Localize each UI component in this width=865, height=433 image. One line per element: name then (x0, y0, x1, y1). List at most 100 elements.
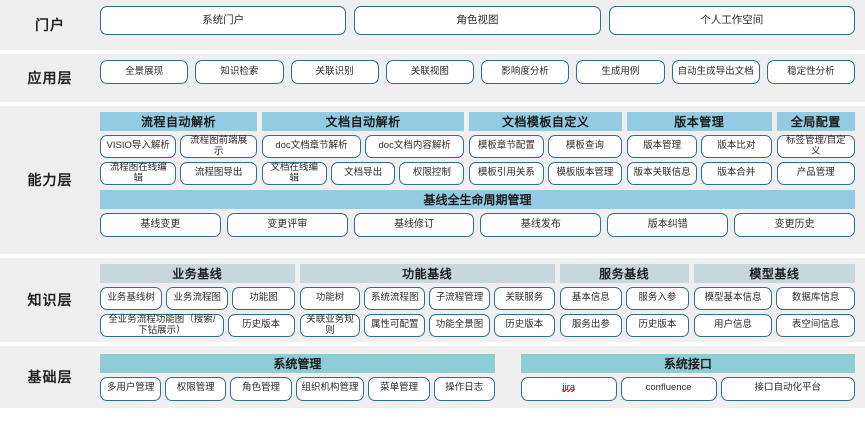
chip-4-1-1[interactable]: 模型基本信息 (693, 287, 773, 310)
group-row: 用户信息表空间信息 (693, 314, 855, 337)
panel-item-1-5[interactable]: 菜单管理 (368, 376, 430, 401)
layer-label-knowledge: 知识层 (27, 292, 73, 308)
chip-2-1-2[interactable]: doc文档内容解析 (365, 135, 465, 158)
chip-2-1-2[interactable]: 系统流程图 (364, 287, 426, 310)
chip-1-1-3[interactable]: 功能图 (232, 287, 295, 310)
group-4: 版本管理版本管理版本比对版本关联信息版本合并 (627, 112, 772, 185)
layer-application: 应用层全景展现知识检索关联识别关联视图影响度分析生成用例自动生成导出文档稳定性分… (0, 54, 865, 102)
chip-3-1-2[interactable]: 服务入参 (626, 287, 689, 310)
chip-3-1-1[interactable]: 基本信息 (559, 287, 623, 310)
application-item-6[interactable]: 生成用例 (576, 60, 665, 84)
chip-2-2-1[interactable]: 关联业务规则 (299, 314, 361, 337)
group-3: 服务基线基本信息服务入参服务出参历史版本 (559, 264, 689, 337)
group-row: 功能树系统流程图子流程管理关联服务 (299, 287, 555, 310)
chip-1-1-1[interactable]: 业务基线树 (100, 287, 163, 310)
portal-item-3[interactable]: 个人工作空间 (608, 6, 855, 35)
panel-title-2: 系统接口 (520, 353, 855, 373)
chip-3-1-1[interactable]: 模板章节配置 (469, 135, 544, 158)
group-title-3: 文档模板自定义 (469, 112, 623, 131)
layer-body-knowledge: 业务基线业务基线树业务流程图功能图全业务流程功能图（搜索/下钻展示）历史版本功能… (100, 258, 865, 342)
group-row: 模型基本信息数据库信息 (693, 287, 855, 310)
chip-1-2-2[interactable]: 历史版本 (227, 314, 295, 337)
group-row: 标签管理/自定义 (776, 135, 855, 158)
portal-item-1[interactable]: 系统门户 (100, 6, 347, 35)
chip-4-2-2[interactable]: 表空间信息 (776, 314, 855, 337)
application-item-2[interactable]: 知识检索 (195, 60, 284, 84)
chip-2-2-3[interactable]: 权限控制 (399, 162, 465, 185)
chip-3-1-2[interactable]: 模板查询 (547, 135, 623, 158)
chip-2-2-2[interactable]: 文档导出 (330, 162, 396, 185)
group-title-2: 文档自动解析 (261, 112, 465, 131)
panel-item-2-3[interactable]: 接口自动化平台 (720, 376, 855, 401)
portal-row: 系统门户角色视图个人工作空间 (100, 6, 855, 35)
chip-4-2-1[interactable]: 用户信息 (693, 314, 773, 337)
group-row: 模板章节配置模板查询 (469, 135, 623, 158)
chip-5-1-1[interactable]: 标签管理/自定义 (776, 135, 855, 158)
panel-item-1-6[interactable]: 操作日志 (433, 376, 495, 401)
chip-4-1-2[interactable]: 数据库信息 (776, 287, 855, 310)
chip-1-1-2[interactable]: 流程图前端展示 (180, 135, 257, 158)
group-5: 全局配置标签管理/自定义产品管理 (776, 112, 855, 185)
group-4: 模型基线模型基本信息数据库信息用户信息表空间信息 (693, 264, 855, 337)
panel-item-1-1[interactable]: 多用户管理 (100, 376, 162, 401)
chip-1-2-2[interactable]: 流程图导出 (180, 162, 257, 185)
group-row: 版本关联信息版本合并 (627, 162, 772, 185)
panel-item-1-3[interactable]: 角色管理 (230, 376, 292, 401)
baseline-lifecycle-row: 基线变更变更评审基线修订基线发布版本纠错变更历史 (100, 213, 855, 237)
group-1: 业务基线业务基线树业务流程图功能图全业务流程功能图（搜索/下钻展示）历史版本 (100, 264, 295, 337)
chip-2-2-1[interactable]: 文档在线编辑 (261, 162, 327, 185)
panel-item-1-2[interactable]: 权限管理 (165, 376, 227, 401)
chip-2-1-4[interactable]: 关联服务 (493, 287, 555, 310)
lifecycle-item-5[interactable]: 版本纠错 (607, 213, 729, 237)
lifecycle-item-6[interactable]: 变更历史 (734, 213, 855, 237)
application-item-7[interactable]: 自动生成导出文档 (671, 60, 760, 84)
chip-3-2-1[interactable]: 服务出参 (559, 314, 623, 337)
application-item-4[interactable]: 关联视图 (385, 60, 474, 84)
lifecycle-item-2[interactable]: 变更评审 (226, 213, 348, 237)
portal-item-2[interactable]: 角色视图 (354, 6, 601, 35)
chip-4-2-1[interactable]: 版本关联信息 (627, 162, 698, 185)
chip-2-1-3[interactable]: 子流程管理 (429, 287, 490, 310)
layer-portal: 门户系统门户角色视图个人工作空间 (0, 0, 865, 50)
lifecycle-item-1[interactable]: 基线变更 (100, 213, 221, 237)
panel-item-2-1[interactable]: jira (520, 376, 617, 401)
chip-1-2-1[interactable]: 流程图在线编辑 (100, 162, 177, 185)
group-row: 文档在线编辑文档导出权限控制 (261, 162, 465, 185)
panel-item-2-2[interactable]: confluence (620, 376, 717, 401)
chip-4-2-2[interactable]: 版本合并 (701, 162, 772, 185)
group-title-4: 版本管理 (627, 112, 772, 131)
panel-title-1: 系统管理 (100, 353, 495, 373)
chip-2-1-1[interactable]: doc文档章节解析 (261, 135, 362, 158)
application-item-5[interactable]: 影响度分析 (481, 60, 570, 84)
chip-1-1-2[interactable]: 业务流程图 (166, 287, 229, 310)
chip-1-2-1[interactable]: 全业务流程功能图（搜索/下钻展示） (100, 314, 224, 337)
chip-2-2-4[interactable]: 历史版本 (493, 314, 555, 337)
chip-2-2-2[interactable]: 属性可配置 (364, 314, 426, 337)
chip-3-2-2[interactable]: 历史版本 (626, 314, 689, 337)
panel-item-1-4[interactable]: 组织机构管理 (295, 376, 365, 401)
lifecycle-item-4[interactable]: 基线发布 (480, 213, 602, 237)
chip-5-2-1[interactable]: 产品管理 (776, 162, 855, 185)
chip-3-2-2[interactable]: 模板版本管理 (547, 162, 623, 185)
group-title-1: 业务基线 (100, 264, 295, 283)
group-2: 功能基线功能树系统流程图子流程管理关联服务关联业务规则属性可配置功能全景图历史版… (299, 264, 555, 337)
chip-4-1-1[interactable]: 版本管理 (627, 135, 698, 158)
application-item-8[interactable]: 稳定性分析 (766, 60, 855, 84)
application-item-3[interactable]: 关联识别 (290, 60, 379, 84)
application-row: 全景展现知识检索关联识别关联视图影响度分析生成用例自动生成导出文档稳定性分析 (100, 60, 855, 84)
group-row: 版本管理版本比对 (627, 135, 772, 158)
group-row: 模板引用关系模板版本管理 (469, 162, 623, 185)
lifecycle-item-3[interactable]: 基线修订 (353, 213, 475, 237)
application-item-1[interactable]: 全景展现 (100, 60, 189, 84)
chip-4-1-2[interactable]: 版本比对 (701, 135, 772, 158)
chip-1-1-1[interactable]: VISIO导入解析 (100, 135, 177, 158)
chip-2-1-1[interactable]: 功能树 (299, 287, 361, 310)
chip-2-2-3[interactable]: 功能全景图 (429, 314, 490, 337)
layer-body-application: 全景展现知识检索关联识别关联视图影响度分析生成用例自动生成导出文档稳定性分析 (100, 54, 865, 102)
chip-3-2-1[interactable]: 模板引用关系 (469, 162, 544, 185)
